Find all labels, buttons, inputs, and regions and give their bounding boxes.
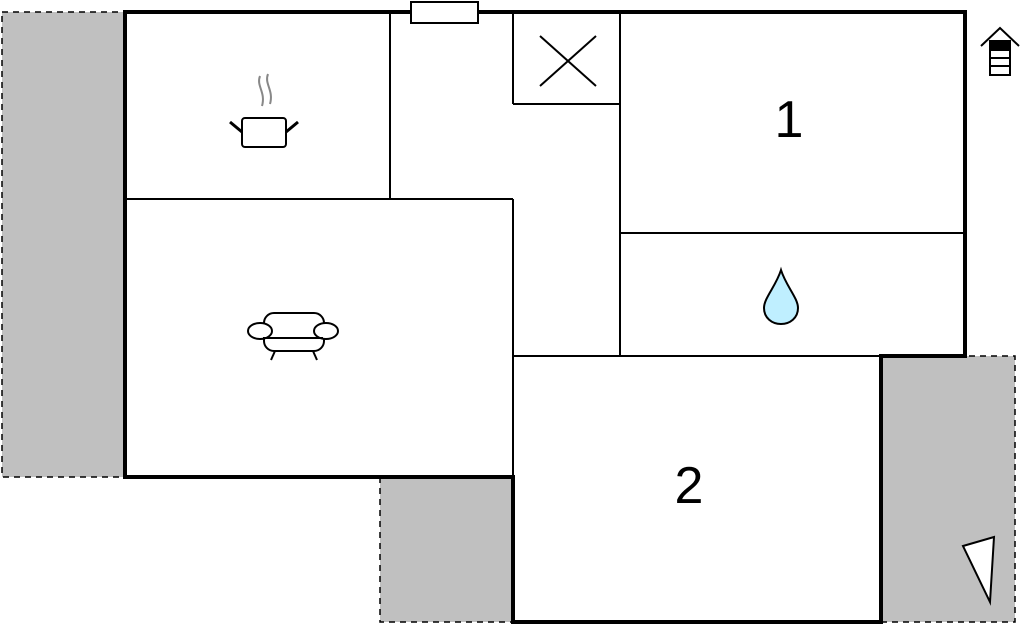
cross-mark-icon [539,35,597,87]
interior-walls [125,12,965,477]
house-stairs-icon [980,26,1020,76]
cooking-pot-icon [229,73,299,148]
terrace-right [880,355,1016,623]
room-label-2: 2 [675,457,704,515]
water-drop-icon [762,266,800,326]
interior-floor [125,12,965,622]
room-label-1: 1 [775,91,804,149]
sofa-icon [247,312,339,361]
triangle-pointer-icon [961,535,996,606]
window [410,1,479,24]
terrace-bottom [379,476,514,623]
terrace-left [1,11,126,478]
outer-walls [123,10,967,624]
